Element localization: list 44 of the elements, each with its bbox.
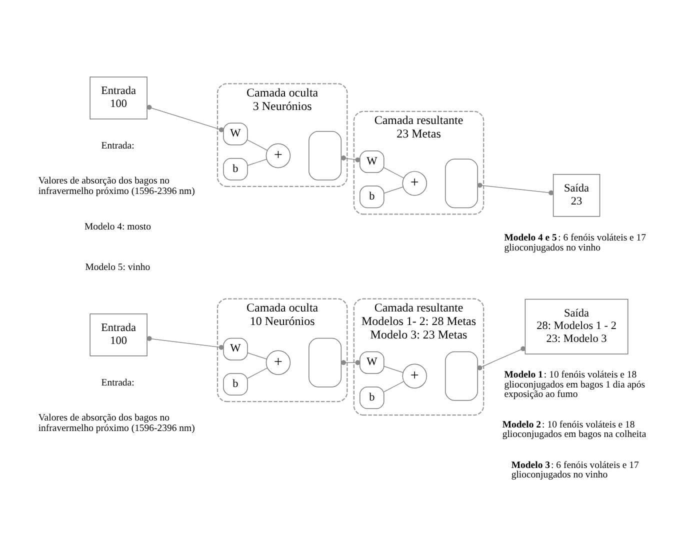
node-circle: + <box>402 170 427 196</box>
label: Modelo 1: 10 fenóis voláteis e 18 glioconjugados em bagos 1 dia após exposição ao fumo <box>504 368 646 400</box>
node-box: b <box>360 386 384 409</box>
connector <box>146 104 224 132</box>
node-box <box>445 350 478 400</box>
node-box: Saída 23 <box>552 174 600 216</box>
label: Valores de absorção dos bagos no infravermelho próximo (1596-2396 nm) <box>38 175 195 197</box>
connector <box>477 182 554 195</box>
connector <box>341 155 360 162</box>
node-box <box>308 337 342 387</box>
node-box: b <box>223 157 248 180</box>
connector <box>247 139 268 150</box>
node-circle: + <box>266 142 291 168</box>
node-box: b <box>360 185 384 208</box>
node-circle: + <box>266 350 291 374</box>
connector <box>384 380 404 392</box>
node-box: Saída 28: Modelos 1 - 2 23: Modelo 3 <box>524 298 628 354</box>
connector <box>247 352 267 359</box>
label: Modelo 5: vinho <box>85 261 150 272</box>
label: Valores de absorção dos bagos no infravermelho próximo (1596-2396 nm) <box>38 412 195 434</box>
connector <box>384 186 404 194</box>
label: Modelo 3: 6 fenóis voláteis e 17 glioconjugados no vinho <box>511 459 639 480</box>
node-box: W <box>223 337 248 360</box>
label: Entrada: <box>101 376 134 388</box>
label: Modelo 2: 10 fenóis voláteis e 18 glioconjugados em bagos na colheita <box>502 418 646 440</box>
connector <box>146 336 224 350</box>
node-box: Entrada 100 <box>90 312 148 356</box>
node-box <box>445 158 478 208</box>
node-box: Entrada 100 <box>90 76 148 119</box>
node-circle: + <box>402 363 427 388</box>
label: Modelo 4 e 5: 6 fenóis voláteis e 17 glioconjugados no vinho <box>504 232 646 253</box>
node-box: W <box>223 122 248 145</box>
connector <box>384 365 404 372</box>
connector <box>384 166 404 178</box>
node-box <box>308 130 342 180</box>
node-box: b <box>223 372 248 396</box>
connector <box>341 360 360 365</box>
connector <box>247 158 267 166</box>
connector <box>477 346 526 370</box>
node-box: W <box>360 350 384 374</box>
connector <box>247 367 268 378</box>
label: Entrada: <box>101 140 134 151</box>
node-box: W <box>360 150 384 172</box>
label: Modelo 4: mosto <box>84 220 151 232</box>
